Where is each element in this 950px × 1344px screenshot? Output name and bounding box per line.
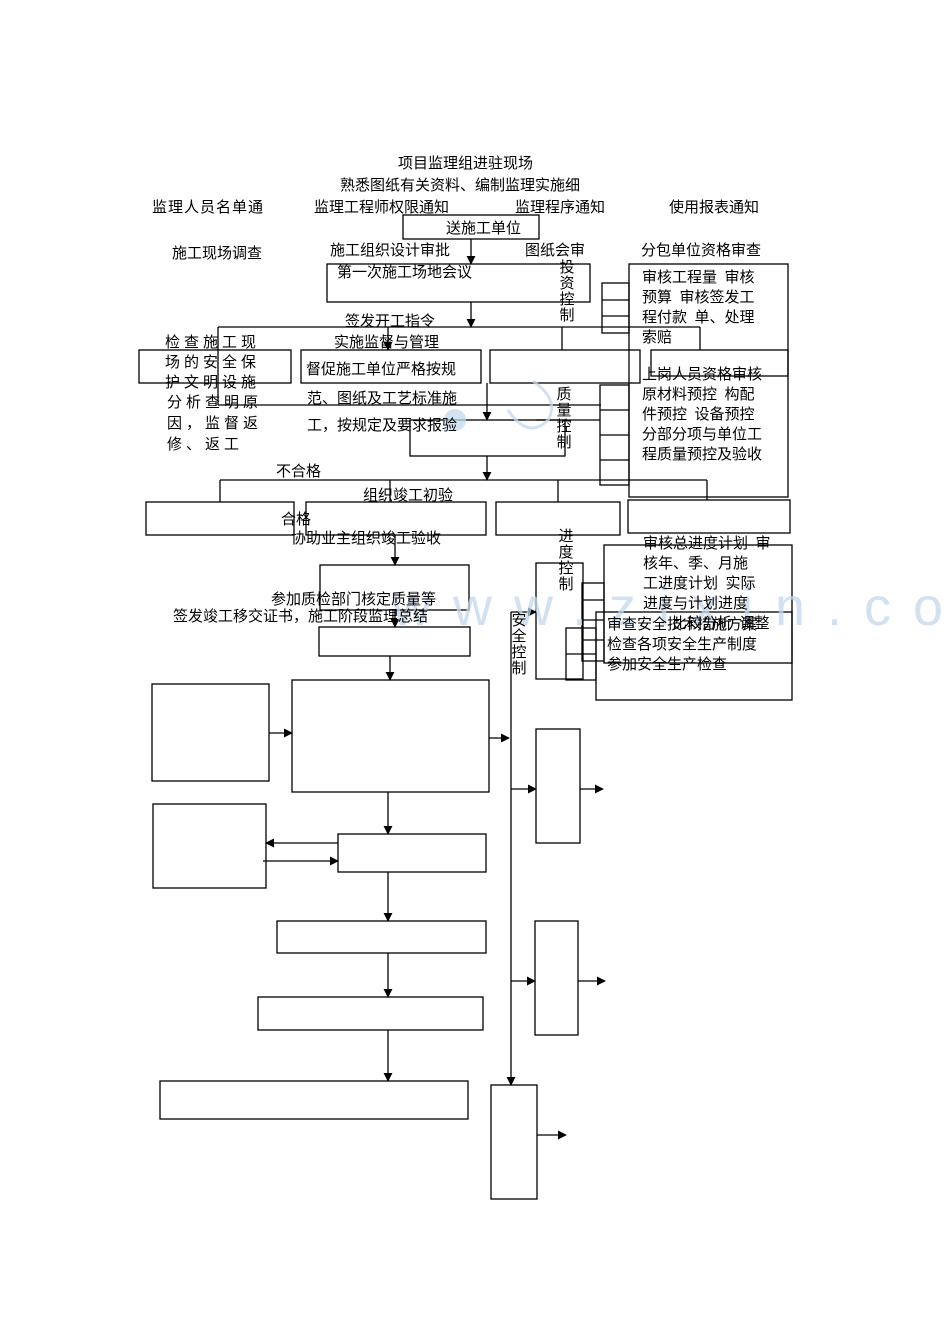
progress-bracket (581, 582, 605, 662)
quality-control-label: 质量控制 (556, 387, 572, 451)
safety-item-1: 审查安全技术措施方案 (607, 617, 758, 633)
analyze-text: 分析查明原因，监督返修、返工 (167, 395, 263, 453)
lower-main-box-1 (291, 679, 490, 793)
lower-main-box-5 (159, 1080, 469, 1120)
safety-check-box (138, 349, 292, 384)
lower-left-box-2 (152, 803, 267, 889)
progress-control-label: 进度控制 (558, 529, 574, 593)
pre-accept-box (305, 501, 487, 536)
unqualified-box (145, 501, 295, 536)
org-design-text: 施工组织设计审批 (330, 243, 451, 259)
invest-item-2: 预算 审核签发工 (642, 290, 755, 306)
lower-main-box-2 (337, 833, 487, 873)
lower-right-box-2 (534, 920, 579, 1036)
progress-item-4: 进度与计划进度 (643, 596, 749, 612)
invest-bracket (601, 282, 630, 334)
lower-right-box-1 (535, 728, 581, 844)
quality-item-5: 程质量预控及验收 (642, 447, 763, 463)
handover-text: 签发竣工移交证书，施工阶段监理总结 (173, 609, 429, 625)
watermark-swirl-icon (506, 379, 554, 430)
quality-item-3: 件预控 设备预控 (642, 407, 755, 423)
invest-items-box (628, 263, 789, 498)
watermark-dot-icon (444, 409, 466, 431)
unqualified-text: 不合格 (276, 464, 322, 480)
sub-review-text: 分包单位资格审查 (641, 243, 762, 259)
safety-item-3: 参加安全生产检查 (607, 657, 728, 673)
progress-item-2: 核年、季、月施 (643, 556, 749, 572)
quality-item-4: 分部分项与单位工 (642, 427, 763, 443)
safety-check-text: 检查施工现场的安全保护文明设施 (165, 335, 261, 391)
notice-procedure-text: 监理程序通知 (515, 200, 606, 216)
notice-report-text: 使用报表通知 (669, 200, 760, 216)
notice-authority-text: 监理工程师权限通知 (314, 200, 450, 216)
familiarize-text: 熟悉图纸有关资料、编制监理实施细 (340, 178, 581, 194)
first-meeting-box (326, 263, 591, 303)
progress-overlap-text: 比较分析 调整 (672, 616, 770, 632)
watermark: www.zixin.com.cn (392, 577, 950, 637)
progress-item-3: 工进度计划 实际 (643, 576, 756, 592)
invest-item-4: 索赔 (642, 330, 673, 346)
quality-item-1: 上岗人员资格审核 (642, 367, 763, 383)
progress-label-box (535, 562, 584, 680)
progress-top-box (627, 499, 791, 534)
pre-accept-text: 组织竣工初验 (363, 488, 454, 504)
urge-text-3: 工，按规定及要求报验 (307, 418, 458, 434)
start-order-text: 签发开工指令 (345, 314, 436, 330)
first-meeting-text: 第一次施工场地会议 (337, 265, 473, 281)
lower-main-box-4 (257, 996, 484, 1031)
supervise-text: 实施监督与管理 (334, 335, 440, 351)
invest-item-3: 程付款 单、处理 (642, 310, 755, 326)
title-text: 项目监理组进驻现场 (398, 156, 534, 172)
invest-control-label: 投资控制 (559, 260, 575, 324)
lower-left-box-1 (151, 683, 270, 782)
invest-mid-box (489, 349, 641, 384)
lower-main-box-3 (276, 920, 487, 954)
safety-control-label: 安全控制 (511, 613, 527, 677)
quality-items-box (650, 349, 789, 377)
send-notice-text: 送施工单位 (446, 221, 522, 237)
notice-staff-text: 监理人员名单通 (152, 200, 265, 216)
quality-item-2: 原材料预控 构配 (642, 387, 755, 403)
quality-dept-text: 参加质检部门核定质量等 (271, 592, 437, 608)
progress-item-1: 审核总进度计划 审 (643, 536, 771, 552)
drawing-review-text: 图纸会审 (525, 243, 586, 259)
invest-item-1: 审核工程量 审核 (642, 270, 755, 286)
lower-right-box-3 (490, 1084, 538, 1200)
urge-text-2: 范、图纸及工艺标准施 (307, 391, 458, 407)
site-survey-text: 施工现场调查 (172, 246, 263, 262)
urge-text-1: 督促施工单位严格按规 (306, 362, 457, 378)
safety-item-2: 检查各项安全生产制度 (607, 637, 758, 653)
qualified-text: 合格 (281, 512, 312, 528)
owner-accept-text: 协助业主组织竣工验收 (291, 531, 442, 547)
